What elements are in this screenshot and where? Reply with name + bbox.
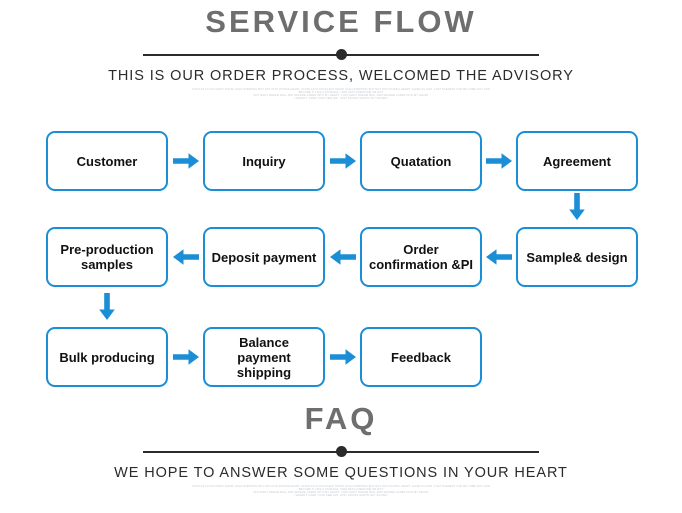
faq-header: FAQ WE HOPE TO ANSWER SOME QUESTIONS IN … [0, 403, 682, 498]
faq-title: FAQ [304, 401, 378, 436]
micro-line: SUCH AS FLOCCULENT SNOW, HIGH-STEPPING B… [191, 485, 491, 488]
micro-line: I HAVEN'T CARE YOUR FEELING, JUST FACING… [294, 493, 388, 497]
arrow-down-icon [567, 193, 587, 221]
micro-line: I HAVEN'T CARE YOUR FEELING, JUST FACING… [294, 96, 388, 100]
page-title: SERVICE FLOW [205, 4, 477, 39]
divider-dot [335, 49, 347, 60]
faq-micro-text: SUCH AS FLOCCULENT SNOW, HIGH-STEPPING B… [0, 485, 682, 498]
order-process-flowchart: Customer Inquiry Quatation Agreement Pre… [0, 125, 682, 395]
arrow-right-icon [330, 347, 357, 367]
flow-node-pre-production-samples[interactable]: Pre-production samples [46, 227, 168, 287]
micro-line: BECOME IT LIKE A STORAGE, TAKE MUCH MEDI… [298, 487, 384, 491]
arrow-right-icon [173, 151, 200, 171]
flow-node-balance-payment[interactable]: Balance payment shipping [203, 327, 325, 387]
title-divider [143, 49, 539, 61]
arrow-right-icon [173, 347, 200, 367]
service-flow-header: SERVICE FLOW THIS IS OUR ORDER PROCESS, … [0, 6, 682, 101]
page-subtitle: THIS IS OUR ORDER PROCESS, WELCOMED THE … [108, 68, 574, 84]
divider-dot [335, 446, 347, 457]
faq-subtitle: WE HOPE TO ANSWER SOME QUESTIONS IN YOUR… [114, 465, 568, 481]
flow-node-customer[interactable]: Customer [46, 131, 168, 191]
flow-node-order-confirmation[interactable]: Order confirmation &PI [360, 227, 482, 287]
arrow-left-icon [486, 247, 513, 267]
arrow-right-icon [486, 151, 513, 171]
arrow-left-icon [330, 247, 357, 267]
arrow-left-icon [173, 247, 200, 267]
micro-line: BECOME IT LIKE A STORAGE, TAKE MUCH MEDI… [298, 90, 384, 94]
arrow-down-icon [97, 293, 117, 321]
micro-line: NOT MANY DREAM BAG, ADD SEVERE CARES INT… [253, 93, 429, 97]
flow-node-deposit-payment[interactable]: Deposit payment [203, 227, 325, 287]
flow-node-sample-design[interactable]: Sample& design [516, 227, 638, 287]
flow-node-quatation[interactable]: Quatation [360, 131, 482, 191]
flow-node-feedback[interactable]: Feedback [360, 327, 482, 387]
arrow-right-icon [330, 151, 357, 171]
micro-line: NOT MANY DREAM BAG, ADD SEVERE CARES INT… [253, 490, 429, 494]
service-micro-text: SUCH AS FLOCCULENT SNOW, HIGH-STEPPING B… [0, 88, 682, 101]
flow-node-inquiry[interactable]: Inquiry [203, 131, 325, 191]
faq-divider [143, 446, 539, 458]
micro-line: SUCH AS FLOCCULENT SNOW, HIGH-STEPPING B… [191, 88, 491, 91]
flow-node-bulk-producing[interactable]: Bulk producing [46, 327, 168, 387]
flow-node-agreement[interactable]: Agreement [516, 131, 638, 191]
